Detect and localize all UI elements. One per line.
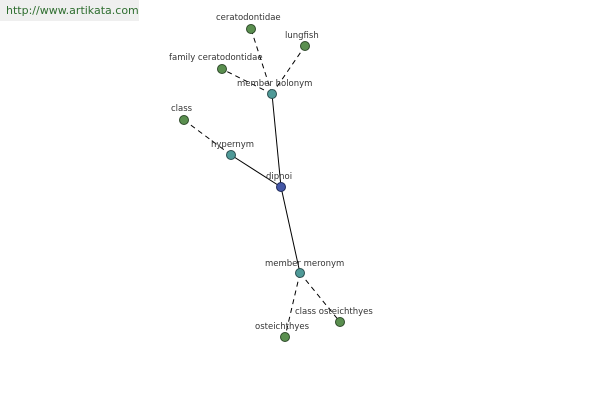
node-ceratodontidae[interactable]: [246, 24, 256, 34]
node-member-holonym[interactable]: [267, 89, 277, 99]
label-lungfish: lungfish: [285, 31, 319, 41]
edge-member-meronym-osteichthyes: [284, 272, 301, 338]
edge-dipnoi-member-meronym: [280, 186, 301, 274]
edge-member-holonym-family-ceratodontidae: [221, 68, 273, 95]
edge-dipnoi-member-holonym: [271, 93, 282, 188]
label-ceratodontidae: ceratodontidae: [216, 13, 281, 23]
node-class-osteichthyes[interactable]: [335, 317, 345, 327]
node-dipnoi[interactable]: [276, 182, 286, 192]
label-member-meronym: member meronym: [265, 259, 344, 269]
label-hypernym: hypernym: [211, 140, 254, 150]
label-member-holonym: member holonym: [237, 79, 312, 89]
node-class[interactable]: [179, 115, 189, 125]
label-dipnoi: dipnoi: [266, 172, 292, 182]
edge-member-holonym-lungfish: [271, 45, 306, 95]
label-family-ceratodontidae: family ceratodontidae: [169, 53, 263, 63]
edge-member-meronym-class-osteichthyes: [299, 272, 341, 323]
edge-hypernym-class: [183, 119, 232, 156]
watermark-link[interactable]: http://www.artikata.com: [0, 0, 139, 21]
node-family-ceratodontidae[interactable]: [217, 64, 227, 74]
edge-dipnoi-hypernym: [230, 154, 282, 188]
label-osteichthyes: osteichthyes: [255, 322, 310, 332]
edge-member-holonym-ceratodontidae: [250, 28, 273, 95]
node-member-meronym[interactable]: [295, 268, 305, 278]
label-class: class: [171, 104, 193, 114]
node-hypernym[interactable]: [226, 150, 236, 160]
node-lungfish[interactable]: [300, 41, 310, 51]
label-class-osteichthyes: class osteichthyes: [295, 307, 373, 317]
node-osteichthyes[interactable]: [280, 332, 290, 342]
